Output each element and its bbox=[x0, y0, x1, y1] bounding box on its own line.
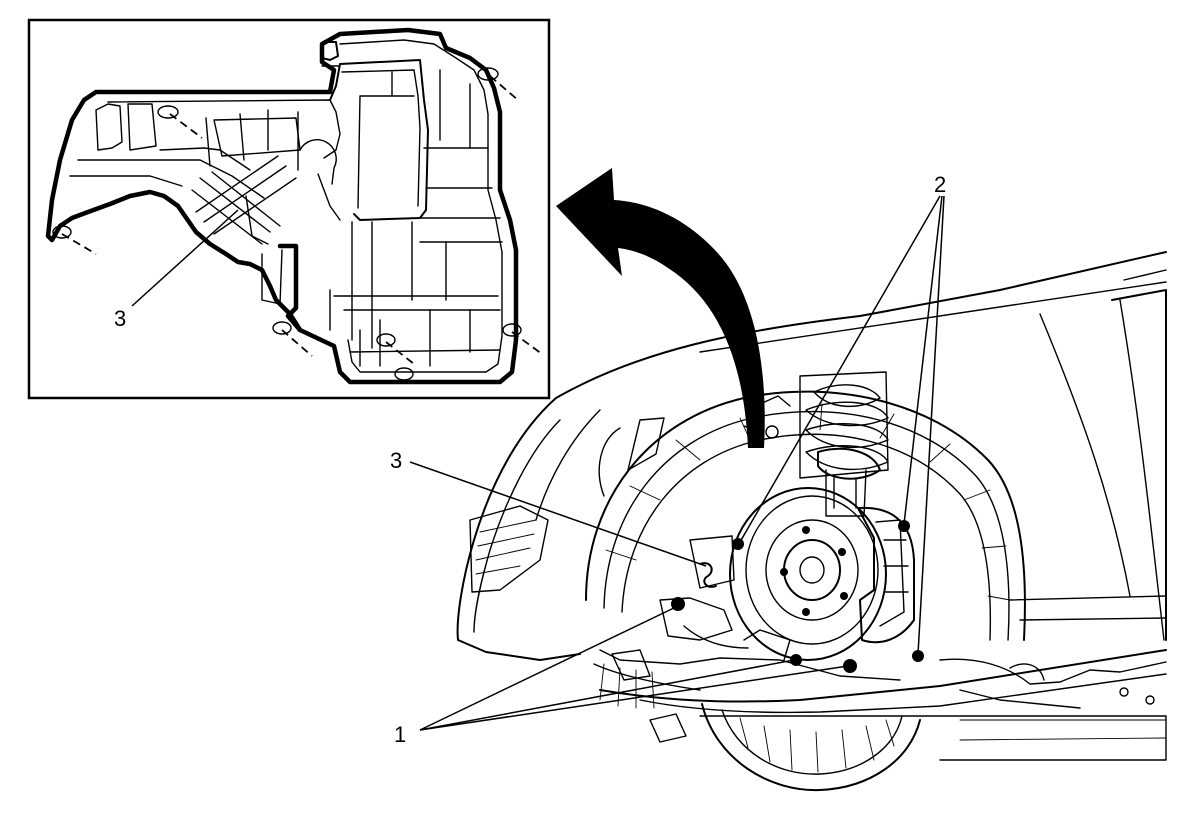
fastener-2a bbox=[732, 538, 744, 550]
inset-callout-3: 3 bbox=[114, 306, 126, 331]
callout-2-leader-b bbox=[903, 195, 943, 525]
tire bbox=[701, 703, 921, 792]
callout-2: 2 bbox=[934, 172, 946, 197]
callout-1-leader-b bbox=[419, 659, 795, 731]
fastener-1c bbox=[843, 659, 857, 673]
callout-2-leader-c bbox=[917, 195, 945, 655]
lower-components bbox=[593, 535, 901, 709]
inset-frame bbox=[27, 18, 551, 400]
fastener-2c bbox=[912, 650, 924, 662]
inset-callout-leader bbox=[131, 209, 239, 307]
callout-1: 1 bbox=[394, 722, 406, 747]
underbody bbox=[599, 649, 1167, 761]
callout-1-leader-a bbox=[419, 605, 679, 731]
callout-1-leader-c bbox=[419, 665, 849, 731]
callout-2-leader-a bbox=[739, 195, 941, 543]
callout-3: 3 bbox=[390, 448, 402, 473]
wheelhouse-liner-part bbox=[45, 27, 543, 385]
inset-detail: 3 bbox=[27, 18, 551, 400]
fastener-3 bbox=[699, 562, 717, 588]
wheel-well-view bbox=[409, 195, 1167, 792]
callout-3-leader bbox=[409, 461, 707, 567]
brake-caliper bbox=[857, 506, 915, 644]
fastener-2b bbox=[898, 520, 910, 532]
brake-rotor bbox=[729, 487, 887, 661]
fender-upper-edge bbox=[555, 251, 1167, 399]
curved-arrow-icon bbox=[556, 168, 765, 448]
